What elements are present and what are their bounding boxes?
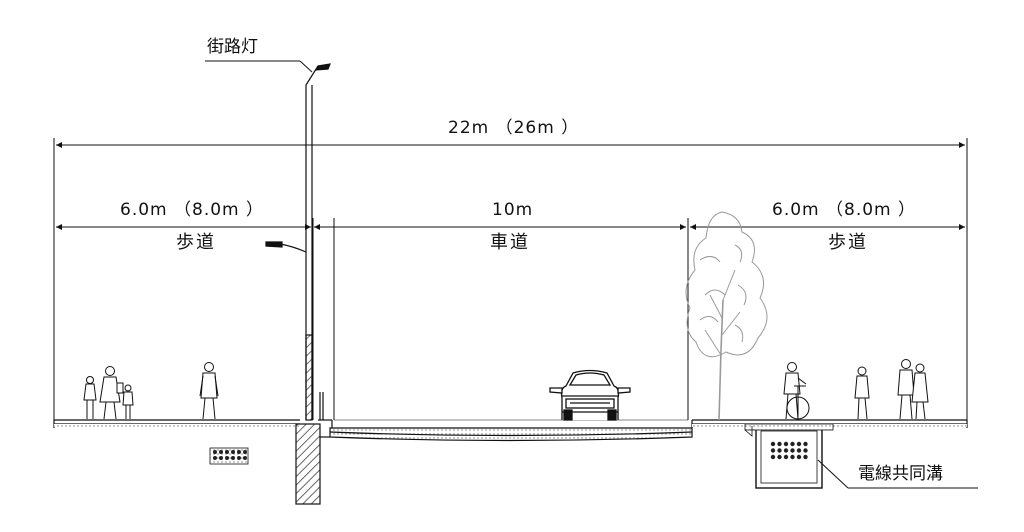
cable-duct [225,456,229,460]
pedestrians-left [83,362,219,420]
left-duct-cluster [209,447,249,465]
cable-duct [790,448,795,453]
cable-duct [231,456,235,460]
cable-duct [790,441,795,447]
utility-trench-leader [817,459,849,489]
street-light [265,63,331,505]
adult-figure-4 [897,359,915,420]
roadway-surface [329,427,693,442]
cable-duct [783,441,789,447]
left-sidewalk-width-label: 6.0m （8.0m ） [120,200,264,220]
cable-duct [783,454,789,460]
cable-duct [237,456,241,460]
right-sidewalk-label: 歩道 [828,232,868,253]
roadway-width-label: 10m [492,200,534,220]
utility-trench-label: 電線共同溝 [858,464,943,484]
cable-duct [790,454,795,460]
cable-duct [219,450,223,454]
utility-trench [744,423,834,489]
cable-duct [777,448,782,453]
cable-duct [231,450,235,454]
adult-figure-3 [854,366,870,420]
adult-figure-2 [199,362,219,420]
total-width-label: 22m （26m ） [448,118,580,138]
street-light-foundation [295,423,321,505]
cable-duct [219,456,223,460]
car [549,369,631,421]
street-light-label: 街路灯 [207,37,258,57]
cable-duct [796,454,802,460]
right-sidewalk-width-label: 6.0m （8.0m ） [772,200,916,220]
cable-duct [770,448,776,453]
left-sidewalk-cover [54,424,300,427]
cable-duct [213,456,217,460]
cable-duct [770,441,776,447]
cable-duct [796,441,802,447]
cable-duct [243,456,247,460]
dimension-lines [53,60,978,489]
child-figure-2 [122,384,134,419]
cyclist-figure [783,362,810,420]
left-sidewalk-label: 歩道 [176,232,216,253]
cable-duct [803,441,808,447]
adult-figure-5 [911,363,929,420]
cable-duct [225,450,229,454]
cable-duct [803,448,808,453]
cable-duct [243,450,247,454]
cable-duct [770,454,776,460]
cable-duct [803,454,808,460]
adult-figure-1 [99,366,124,420]
child-figure-1 [83,376,97,419]
cable-duct [213,450,217,454]
tree [685,211,768,421]
cable-duct [237,450,241,454]
cable-duct [777,441,782,447]
roadway-label: 車道 [490,232,530,253]
cable-duct [777,454,782,460]
cable-duct [796,448,802,453]
pedestrians-right [783,359,929,420]
cable-duct [783,448,789,453]
